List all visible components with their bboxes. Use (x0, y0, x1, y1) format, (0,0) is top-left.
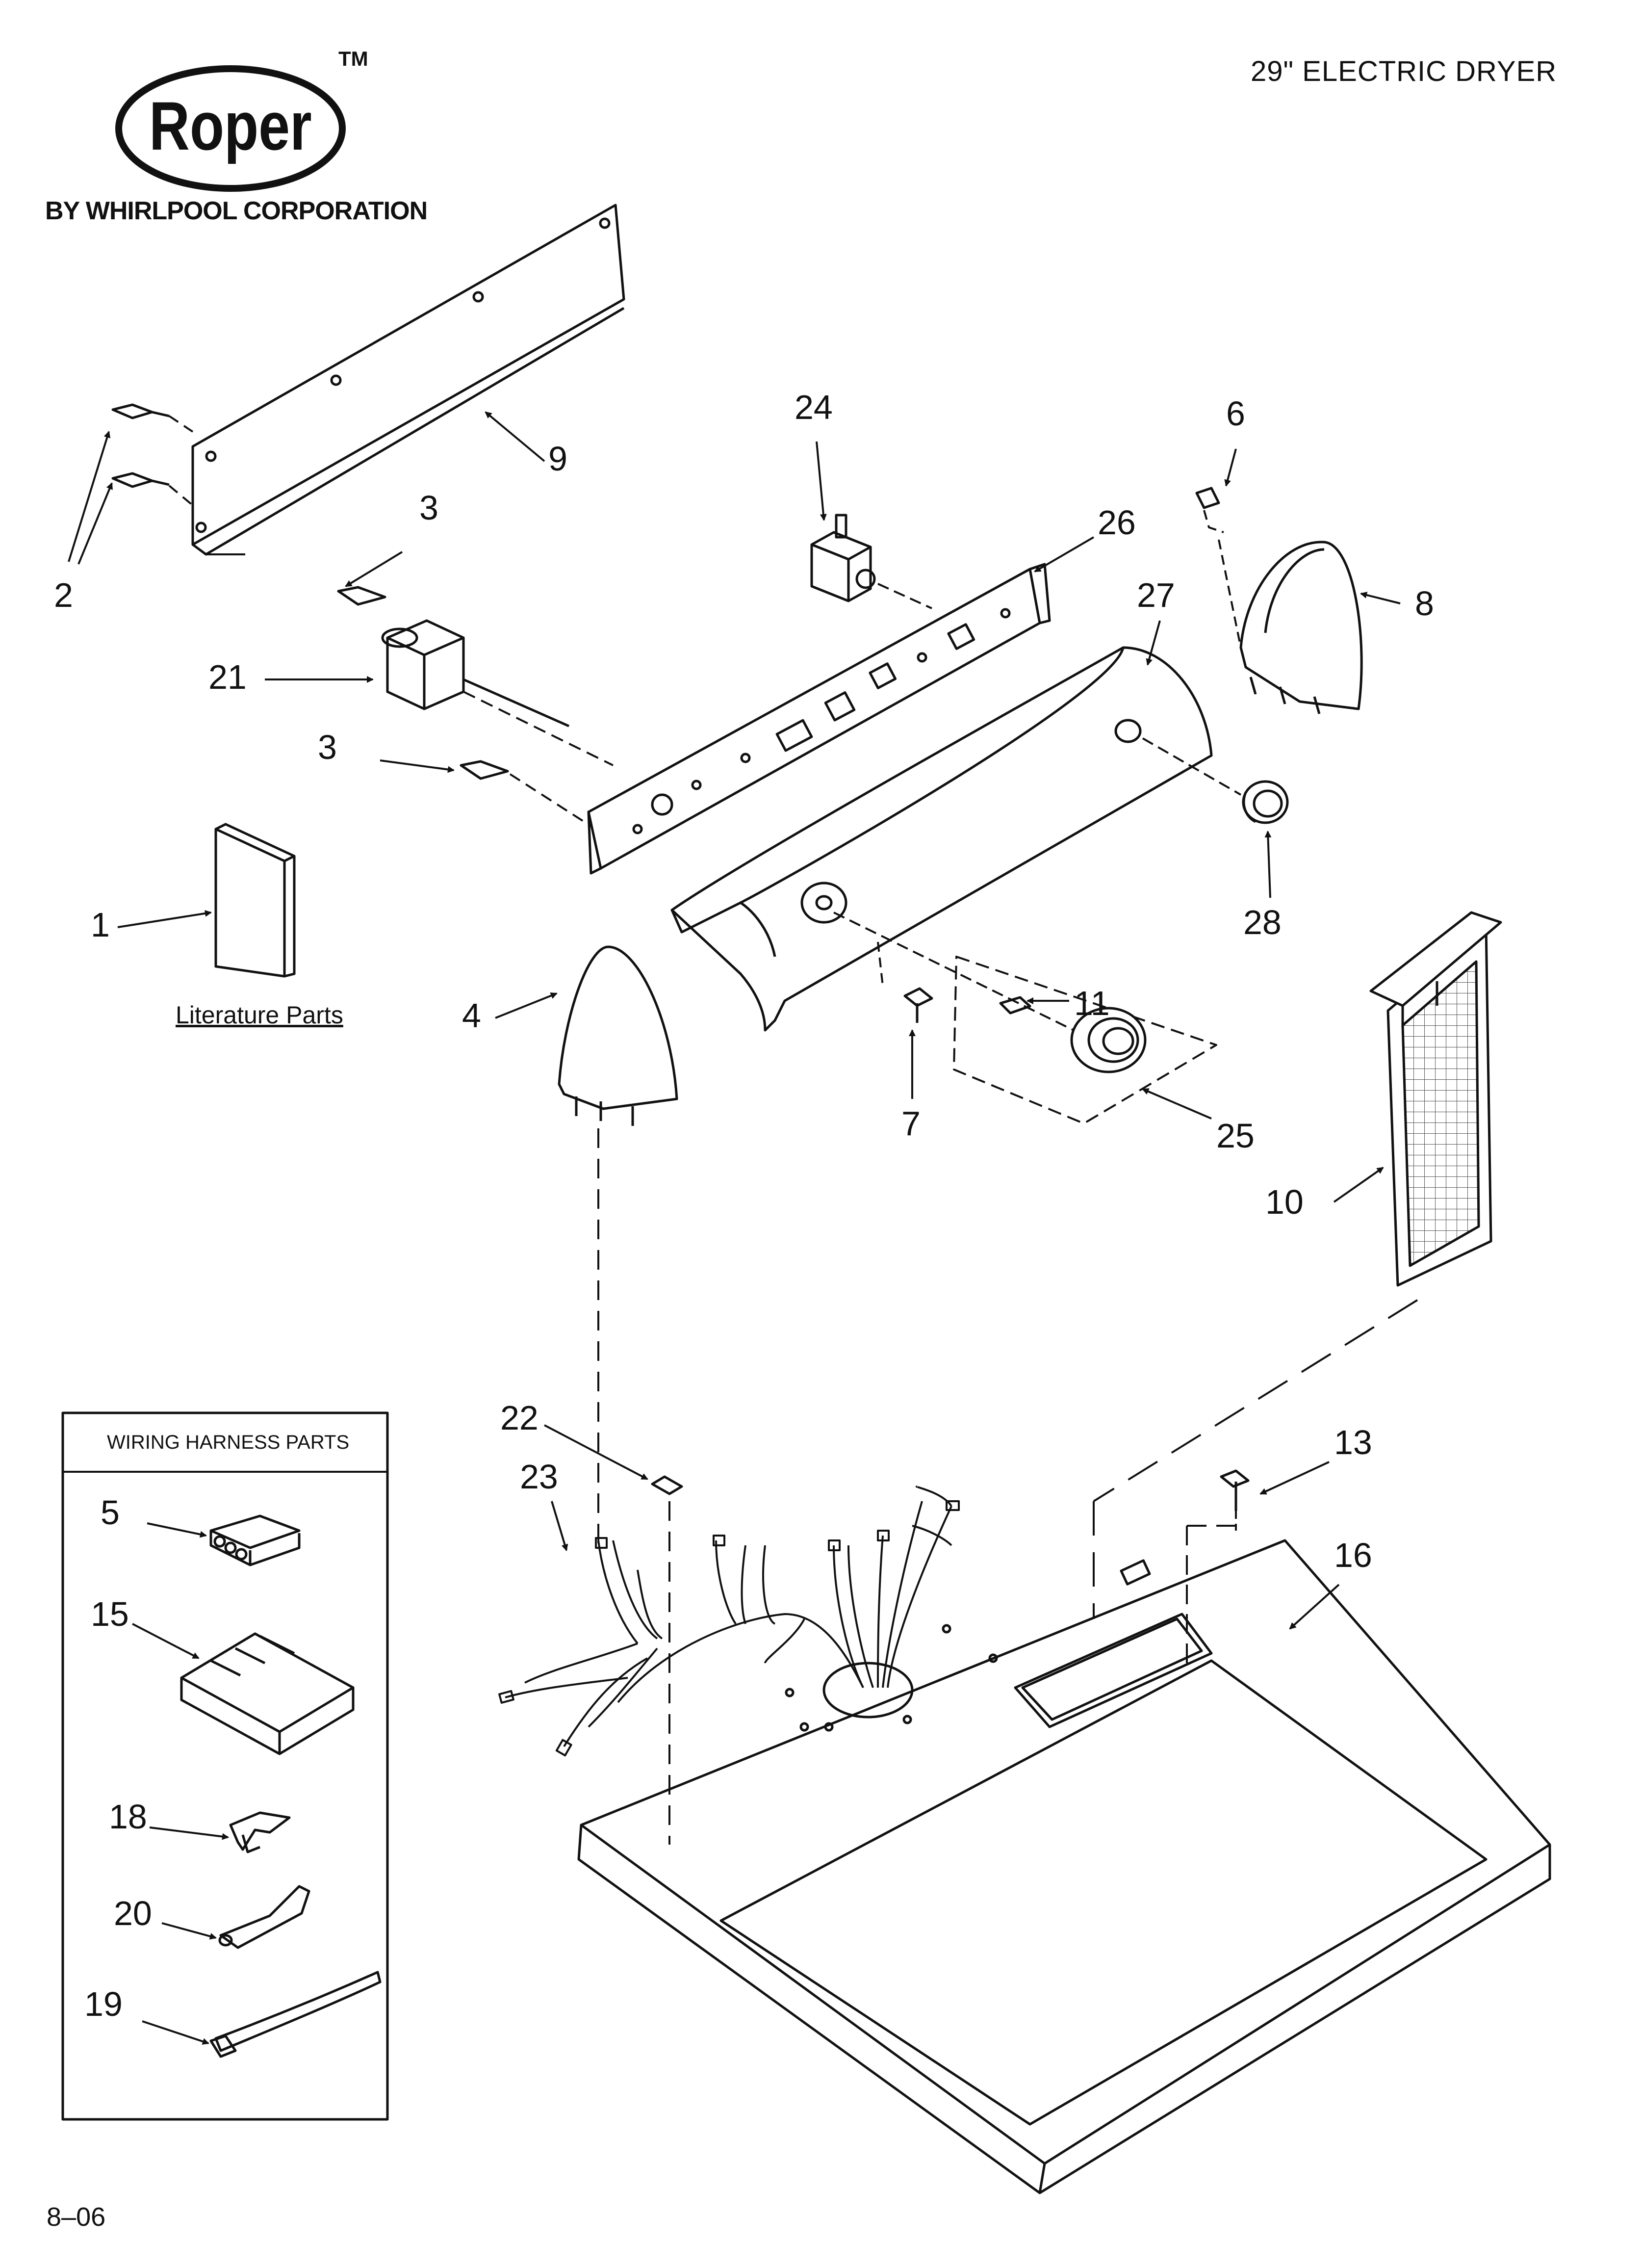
part-21-switch (381, 619, 614, 766)
part-28-knob (1242, 780, 1289, 824)
part-25-knob-group (877, 941, 1217, 1124)
callout-10: 10 (1265, 1183, 1304, 1221)
part-10-lint-screen (1093, 911, 1502, 1673)
literature-parts-label: Literature Parts (176, 1001, 343, 1029)
callout-27: 27 (1137, 576, 1175, 614)
part-9-rear-panel (191, 204, 625, 556)
callout-18: 18 (109, 1798, 147, 1836)
callout-25: 25 (1216, 1117, 1255, 1155)
callout-15: 15 (91, 1595, 129, 1633)
callout-26: 26 (1098, 503, 1136, 542)
callout-3-upper: 3 (419, 489, 438, 527)
part-24-module (810, 514, 932, 609)
callout-1: 1 (91, 906, 110, 944)
part-22-clip (651, 1475, 683, 1845)
part-16-top-panel (577, 1525, 1551, 2194)
callout-24: 24 (795, 388, 833, 426)
callout-11: 11 (1074, 984, 1110, 1022)
document-title: 29" ELECTRIC DRYER (1251, 55, 1557, 87)
part-23-wiring-harness (498, 1486, 960, 1757)
svg-text:Roper: Roper (149, 88, 312, 164)
callout-2: 2 (54, 576, 73, 614)
part-2-screws (111, 403, 194, 506)
callout-16: 16 (1334, 1536, 1372, 1574)
roper-logo: Roper (115, 65, 346, 192)
logo-subtitle: BY WHIRLPOOL CORPORATION (45, 197, 428, 225)
date-code: 8–06 (47, 2202, 106, 2232)
part-3-screws (337, 586, 604, 835)
callout-21: 21 (208, 658, 247, 696)
callout-arrows (68, 411, 1401, 2045)
callout-20: 20 (114, 1894, 152, 1932)
callout-9: 9 (548, 440, 567, 478)
callout-5: 5 (101, 1493, 120, 1532)
callout-8: 8 (1415, 584, 1434, 623)
callout-6: 6 (1226, 394, 1245, 433)
callout-7: 7 (901, 1104, 921, 1143)
callout-22: 22 (500, 1399, 539, 1437)
callout-19: 19 (84, 1985, 123, 2023)
wiring-harness-parts-box (61, 1411, 389, 2121)
trademark-mark: TM (338, 47, 368, 70)
part-27-console (670, 646, 1241, 1041)
part-8-end-cap (1195, 487, 1363, 714)
callout-13: 13 (1334, 1423, 1372, 1461)
callout-4: 4 (462, 996, 481, 1035)
wiring-box-title: WIRING HARNESS PARTS (107, 1432, 350, 1453)
callout-28: 28 (1243, 903, 1282, 941)
callout-23: 23 (520, 1458, 558, 1496)
callout-3-lower: 3 (318, 728, 337, 766)
part-13-screw (1220, 1469, 1250, 1531)
part-4-end-cap (558, 945, 678, 1550)
part-1-literature (214, 823, 296, 978)
